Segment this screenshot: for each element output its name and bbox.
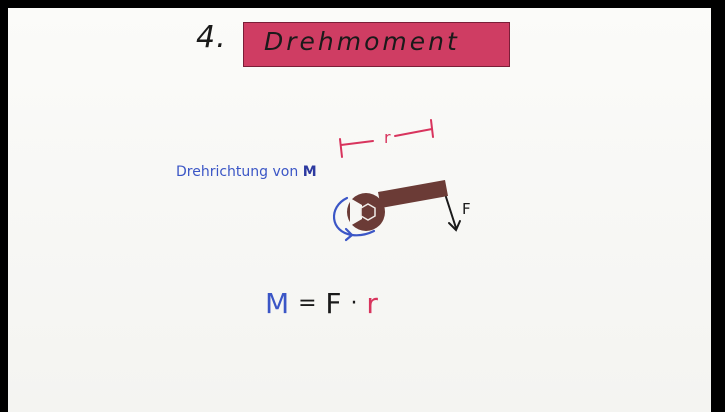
lever-length-marker — [339, 119, 434, 158]
title-box: Drehmoment — [243, 22, 510, 67]
wrench-icon — [347, 180, 448, 231]
formula-radius: r — [366, 287, 378, 320]
formula-moment: M — [265, 287, 290, 320]
rotation-direction-label: Drehrichtung von M — [176, 164, 317, 180]
force-arrow-icon — [445, 196, 461, 232]
rotation-direction-symbol: M — [302, 164, 317, 180]
torque-formula: M = F · r — [265, 287, 378, 320]
section-title: Drehmoment — [264, 27, 460, 56]
lever-length-label: r — [384, 128, 391, 147]
formula-dot: · — [350, 291, 358, 316]
formula-force: F — [325, 287, 342, 320]
rotation-arrow-icon — [332, 196, 376, 242]
rotation-direction-text: Drehrichtung von — [176, 164, 299, 180]
section-number: 4. — [196, 20, 227, 55]
force-label: F — [462, 200, 471, 218]
formula-equals: = — [298, 291, 317, 316]
